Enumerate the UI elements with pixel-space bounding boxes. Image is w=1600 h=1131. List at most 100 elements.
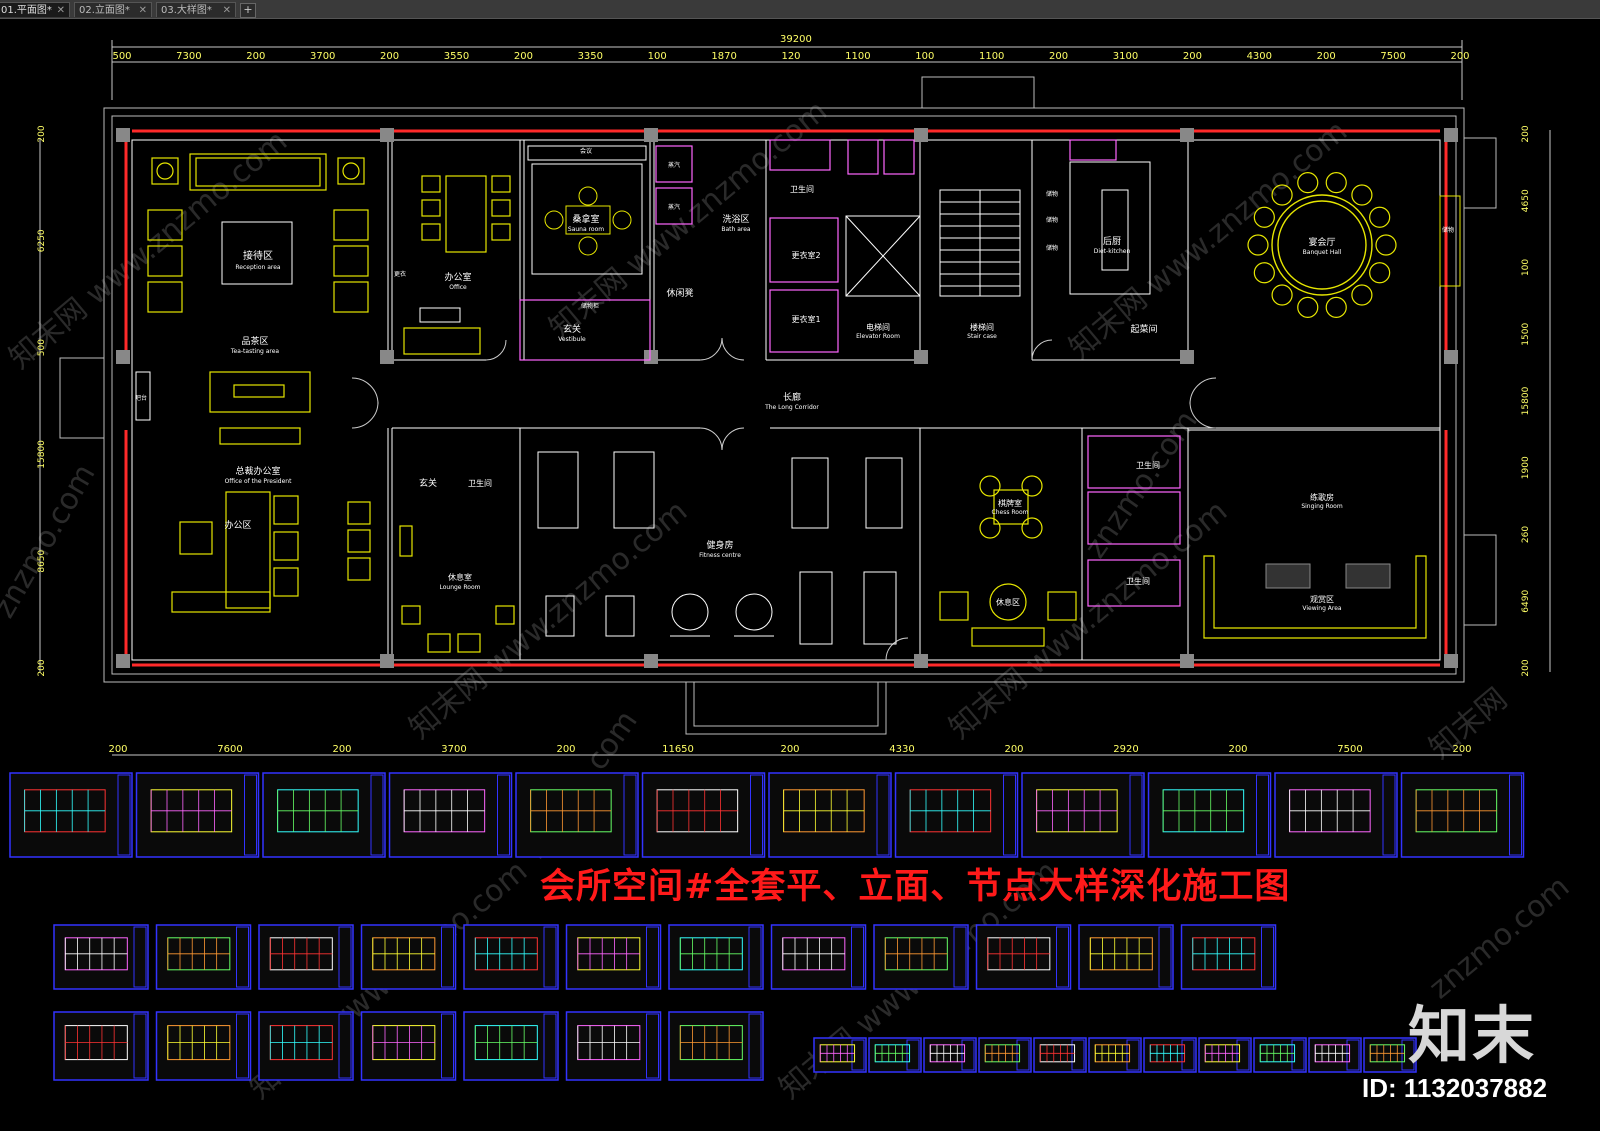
sheet-thumbnail	[258, 924, 354, 990]
tab-elevation[interactable]: 02.立面图*✕	[74, 2, 152, 17]
sheet-thumbnail	[155, 1011, 252, 1081]
sheet-border	[668, 924, 764, 990]
sheet-title-block	[748, 926, 762, 988]
sheet-thumbnail	[360, 1011, 457, 1081]
banquet-chair	[1375, 234, 1397, 256]
dimension-value: 3550	[444, 51, 469, 62]
dimension-value: 11650	[662, 744, 694, 755]
label-lounge-cn: 休息室	[448, 572, 472, 582]
banquet-chair	[1253, 206, 1275, 228]
reception-furniture	[147, 153, 371, 613]
banquet-chair	[1253, 262, 1275, 284]
sheet-border	[463, 1011, 559, 1081]
dimension-value: 260	[1521, 526, 1531, 543]
svg-text:蒸汽: 蒸汽	[668, 161, 680, 169]
sheet-thumbnail	[1021, 772, 1145, 858]
sheet-title-block	[851, 926, 864, 988]
label-sauna-en: Sauna room	[568, 226, 604, 233]
sheet-thumbnail	[1033, 1037, 1087, 1073]
banquet-chair	[1271, 284, 1293, 306]
label-singing-cn: 练歌房	[1310, 492, 1334, 502]
label-president-en: Office of the President	[225, 478, 293, 485]
sheet-title-block	[876, 774, 890, 856]
sheet-thumbnail	[1147, 772, 1272, 858]
dimension-value: 4650	[1521, 189, 1531, 212]
svg-text:知末网 www.znzmo.com: 知末网 www.znzmo.com	[403, 494, 694, 746]
structural-columns	[116, 128, 1458, 668]
add-tab-button[interactable]: +	[240, 3, 256, 18]
sheet-thumbnail	[155, 924, 252, 990]
sheet-title-block	[543, 1013, 557, 1079]
dimension-value: 8650	[37, 549, 47, 572]
svg-text:吧台: 吧台	[135, 394, 147, 402]
label-banquet-cn: 宴会厅	[1308, 236, 1335, 248]
dimension-value: 500	[37, 339, 47, 356]
sheet-border	[641, 772, 766, 858]
close-icon[interactable]: ✕	[222, 5, 231, 16]
banquet-chair	[1297, 296, 1319, 318]
sheet-title-block	[370, 774, 384, 856]
sheet-title-block	[441, 926, 454, 988]
dimension-value: 200	[332, 744, 351, 755]
sheet-thumbnail	[1400, 772, 1525, 858]
dimension-value: 200	[1317, 51, 1336, 62]
sheet-border	[565, 1011, 662, 1081]
label-wc4: 卫生间	[1126, 576, 1150, 586]
dimension-value: 200	[1049, 51, 1068, 62]
sheet-thumbnail	[1198, 1037, 1252, 1073]
dimension-value: 200	[380, 51, 399, 62]
tab-detail[interactable]: 03.大样图* ✕	[156, 2, 236, 17]
close-icon[interactable]: ✕	[138, 5, 147, 16]
sheet-border	[1088, 1037, 1142, 1073]
cad-drawing-canvas[interactable]: 知末网 www.znzmo.com 知末网 www.znzmo.com 知末网 …	[0, 18, 1600, 1131]
tab-floor-plan[interactable]: 01.平面图* ✕	[0, 2, 70, 17]
label-corridor-cn: 长廊	[783, 391, 801, 403]
sheet-title-block	[133, 1013, 147, 1079]
close-icon[interactable]: ✕	[56, 5, 65, 16]
sheet-title-block	[338, 926, 352, 988]
label-bath-en: Bath area	[721, 226, 751, 233]
dimension-value: 1900	[1521, 456, 1531, 479]
asset-id-label: ID: 1132037882	[1362, 1073, 1548, 1103]
sheet-thumbnail	[813, 1037, 867, 1073]
sheet-thumbnail	[135, 772, 260, 858]
sheet-border	[768, 772, 892, 858]
sheet-border	[1400, 772, 1525, 858]
sheet-title-block	[338, 1013, 352, 1079]
stairs-elevator	[527, 145, 1151, 297]
sheet-border	[1308, 1037, 1362, 1073]
sheet-border	[813, 1037, 867, 1073]
sheet-title-block	[623, 774, 637, 856]
sheet-title-block	[1509, 774, 1522, 856]
label-reception-cn: 接待区	[243, 249, 273, 262]
sheet-thumbnail	[1088, 1037, 1142, 1073]
label-kitchen-en: Diet-kitchen	[1094, 248, 1131, 255]
sheet-border	[1363, 1037, 1417, 1073]
svg-text:蒸汽: 蒸汽	[668, 203, 680, 211]
label-office-cn: 办公室	[444, 271, 471, 283]
office-sign	[419, 307, 461, 323]
tab-label: 03.大样图*	[161, 5, 212, 16]
sheet-title-block	[748, 1013, 762, 1079]
sheet-thumbnail	[463, 924, 559, 990]
banquet-chair	[1271, 184, 1293, 206]
sheet-border	[1143, 1037, 1197, 1073]
dimension-value: 15800	[37, 440, 47, 469]
sheet-border	[515, 772, 639, 858]
tab-label: 01.平面图*	[1, 5, 52, 16]
sheet-thumbnail	[923, 1037, 977, 1073]
dimension-value: 200	[1450, 51, 1469, 62]
dimension-value: 1500	[1521, 323, 1531, 346]
dimension-value: 15800	[1521, 386, 1531, 415]
label-wc2: 卫生间	[468, 478, 492, 488]
sheet-thumbnail	[1253, 1037, 1307, 1073]
sheet-border	[9, 772, 133, 858]
dimension-value: 7300	[176, 51, 201, 62]
lounge-furniture	[399, 525, 515, 653]
sheet-border	[1078, 924, 1174, 990]
sheet-title-block	[953, 926, 967, 988]
top-dimension-lines	[39, 40, 1551, 756]
room-labels: 接待区 Reception area 品茶区 Tea-tasting area …	[224, 184, 1342, 612]
sheet-title-block	[750, 774, 763, 856]
sheet-border	[770, 924, 867, 990]
